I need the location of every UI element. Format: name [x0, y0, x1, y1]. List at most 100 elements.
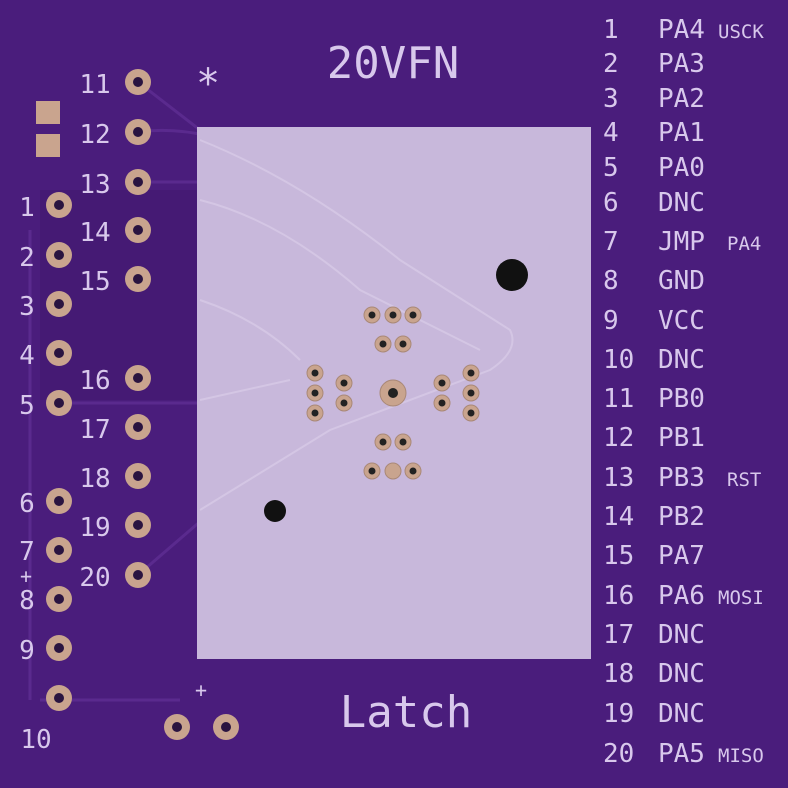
- via-hole: [311, 409, 319, 417]
- via-hole: [399, 438, 407, 446]
- pin-map-number: 11: [603, 384, 634, 414]
- trace: [199, 379, 291, 401]
- header-hole: [133, 471, 143, 481]
- via-hole: [467, 369, 475, 377]
- pin-map-number: 7: [603, 227, 619, 257]
- via-hole: [311, 389, 319, 397]
- pin-label: 3: [19, 292, 35, 322]
- pin-label: 2: [19, 243, 35, 273]
- pin-map-number: 9: [603, 306, 619, 336]
- pin-map-note: MISO: [718, 745, 764, 767]
- center-hole: [389, 467, 397, 475]
- pin-map-number: 8: [603, 266, 619, 296]
- header-hole: [133, 127, 143, 137]
- header-hole: [54, 250, 64, 260]
- header-hole: [133, 225, 143, 235]
- header-hole: [133, 520, 143, 530]
- pin-label: 8: [19, 586, 35, 616]
- pin-label: 16: [79, 366, 110, 396]
- header-hole: [54, 693, 64, 703]
- board-title: 20VFN: [327, 38, 459, 89]
- header-hole: [54, 545, 64, 555]
- pin-map-note: PA4: [727, 233, 761, 255]
- outer-pin-labels: 1 2 3 4 5 6 7 8 9 10: [19, 193, 51, 755]
- via-hole: [399, 340, 407, 348]
- pin-label: 6: [19, 489, 35, 519]
- pin-map-name: PA4: [658, 15, 705, 45]
- pin-map-name: VCC: [658, 306, 705, 336]
- center-hole: [388, 388, 398, 398]
- qfn-pads: [306, 306, 480, 480]
- header-hole: [133, 570, 143, 580]
- via-hole: [438, 399, 446, 407]
- mounting-hole: [496, 259, 528, 291]
- pin-map-number: 15: [603, 541, 634, 571]
- pin-map-name: DNC: [658, 188, 705, 218]
- via-hole: [467, 409, 475, 417]
- pin-label: 12: [79, 120, 110, 150]
- plus-mark: +: [195, 678, 207, 702]
- pin-map-number: 1: [603, 15, 619, 45]
- via-hole: [368, 467, 376, 475]
- pin-label: 10: [20, 725, 51, 755]
- board-subtitle: Latch: [340, 687, 472, 738]
- pin-map-number: 14: [603, 502, 634, 532]
- via-hole: [467, 389, 475, 397]
- pin-label: 20: [79, 563, 110, 593]
- via-hole: [340, 379, 348, 387]
- pin-map-name: DNC: [658, 345, 705, 375]
- pin-map-name: DNC: [658, 620, 705, 650]
- pin-map-number: 17: [603, 620, 634, 650]
- via-hole: [409, 467, 417, 475]
- pin-map-number: 13: [603, 463, 634, 493]
- header-hole: [54, 643, 64, 653]
- via-hole: [389, 311, 397, 319]
- header-hole: [133, 373, 143, 383]
- pin-map-name: DNC: [658, 699, 705, 729]
- pin-map-number: 20: [603, 739, 634, 769]
- pin-label: 9: [19, 636, 35, 666]
- pin-map-number: 12: [603, 423, 634, 453]
- header-hole: [133, 422, 143, 432]
- latch-trace-layer: [199, 139, 514, 511]
- pin-map-name: PB0: [658, 384, 705, 414]
- pin-map-name: PA0: [658, 153, 705, 183]
- pin-map-number: 4: [603, 118, 619, 148]
- pin-map-number: 2: [603, 49, 619, 79]
- pin-map-number: 18: [603, 659, 634, 689]
- header-hole: [54, 200, 64, 210]
- inner-header-pads: [125, 69, 151, 588]
- pin-map-name: JMP: [658, 227, 705, 257]
- pin-map-name: PA2: [658, 84, 705, 114]
- trace: [199, 299, 301, 361]
- header-hole: [54, 496, 64, 506]
- pin-label: 14: [79, 218, 110, 248]
- pin-label: 4: [19, 341, 35, 371]
- pin-map-name: PA5: [658, 739, 705, 769]
- outer-header-pads: [46, 192, 72, 711]
- pin-map-number: 19: [603, 699, 634, 729]
- smd-pad: [36, 101, 60, 124]
- pin-map-name: PB2: [658, 502, 705, 532]
- trace: [199, 199, 481, 351]
- pin-map-name: PB3: [658, 463, 705, 493]
- pin-map-name: PB1: [658, 423, 705, 453]
- header-hole: [133, 274, 143, 284]
- header-hole: [54, 594, 64, 604]
- pin-map-name: DNC: [658, 659, 705, 689]
- header-hole: [133, 177, 143, 187]
- via-hole: [311, 369, 319, 377]
- pin-map-note: MOSI: [718, 587, 764, 609]
- header-hole: [54, 348, 64, 358]
- plus-mark: +: [20, 564, 32, 588]
- pin-label: 13: [79, 170, 110, 200]
- via-hole: [409, 311, 417, 319]
- inner-pin-labels: 11 12 13 14 15 16 17 18 19 20: [79, 70, 110, 593]
- via-hole: [368, 311, 376, 319]
- header-hole: [133, 77, 143, 87]
- pin-map-number: 16: [603, 581, 634, 611]
- pin-label: 19: [79, 513, 110, 543]
